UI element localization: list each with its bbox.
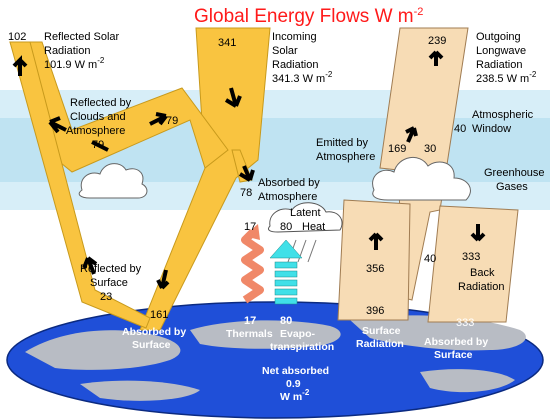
emitted-atmosphere-label: Emitted by Atmosphere <box>316 137 375 163</box>
incoming-solar-label: Incoming Solar Radiation 341.3 W m-2 <box>272 31 333 85</box>
reflected-total-value: 102 <box>8 31 26 43</box>
arrow-down-icon <box>470 224 486 242</box>
reflected-surface-beam <box>9 41 151 329</box>
atmospheric-window-label: Atmospheric Window <box>472 109 536 135</box>
latent-heat-cloud <box>267 202 343 263</box>
arrow-up-icon <box>368 232 384 250</box>
atmospheric-window-value: 40 <box>454 123 466 135</box>
outgoing-longwave-label: Outgoing Longwave Radiation 238.5 W m-2 <box>476 31 537 85</box>
absorbed-surface-right-label: Absorbed by Surface <box>424 336 491 361</box>
arrow-left-icon <box>91 140 109 152</box>
thermals-wave <box>241 224 264 304</box>
back-radiation-value: 333 <box>462 251 480 263</box>
incoming-value: 341 <box>218 37 236 49</box>
arrow-up-icon <box>48 116 67 134</box>
cloud-right <box>372 157 471 201</box>
emitted-atmosphere-value: 169 <box>388 143 406 155</box>
reflected-clouds-value: 79 <box>92 139 104 151</box>
reflected-clouds-label: Reflected by Clouds and Atmosphere <box>66 97 134 137</box>
reflected-clouds-arrow-value: 79 <box>166 115 178 127</box>
arrow-up-icon <box>12 55 28 76</box>
back-radiation-column <box>427 205 519 323</box>
latent-heat-arrow <box>269 239 303 305</box>
absorbed-surface-left-label: Absorbed by Surface <box>122 326 189 351</box>
thermals-bottom-value: 17 <box>244 315 256 327</box>
back-radiation-label: Back Radiation <box>458 267 504 293</box>
net-absorbed-label: Net absorbed 0.9 W m-2 <box>262 365 332 403</box>
absorbed-surface-value: 161 <box>150 309 168 321</box>
arrow-down-icon <box>156 269 170 290</box>
thermals-top-value: 17 <box>244 221 256 233</box>
cloud-emission-value: 30 <box>424 143 436 155</box>
cloud-left <box>78 163 148 199</box>
evapotranspiration-value: 80 <box>280 315 292 327</box>
reflected-surface-value: 23 <box>100 291 112 303</box>
arrow-down-icon <box>238 165 255 182</box>
surface-radiation-column <box>337 199 411 321</box>
window-lower-value: 40 <box>424 253 436 265</box>
direction-arrows <box>12 50 486 290</box>
arrow-up-icon <box>82 256 98 275</box>
thermals-label: Thermals <box>226 328 273 340</box>
latent-heat-value: 80 <box>280 221 292 233</box>
latent-heat-label: Latent Heat <box>290 207 325 233</box>
surface-radiation-up-value: 356 <box>366 263 384 275</box>
absorbed-atmosphere-value: 78 <box>240 187 252 199</box>
absorbed-surface-back-value: 333 <box>456 317 474 329</box>
greenhouse-gases-label: Greenhouse Gases <box>484 167 548 193</box>
arrow-right-icon <box>149 112 168 126</box>
surface-radiation-value: 396 <box>366 305 384 317</box>
reflected-solar-label: Reflected Solar Radiation 101.9 W m-2 <box>44 31 122 71</box>
evapotranspiration-label: Evapo- transpiration <box>270 328 334 353</box>
arrow-up-icon <box>405 126 418 143</box>
arrow-down-icon <box>224 87 242 108</box>
outgoing-value: 239 <box>428 35 446 47</box>
reflected-surface-label: Reflected by Surface <box>80 263 144 289</box>
arrow-up-icon <box>428 50 444 66</box>
absorbed-atmosphere-label: Absorbed by Atmosphere <box>258 177 323 203</box>
surface-radiation-label: Surface Radiation <box>356 325 404 350</box>
diagram-title: Global Energy Flows W m-2 <box>194 6 423 27</box>
earth-surface <box>6 301 544 419</box>
